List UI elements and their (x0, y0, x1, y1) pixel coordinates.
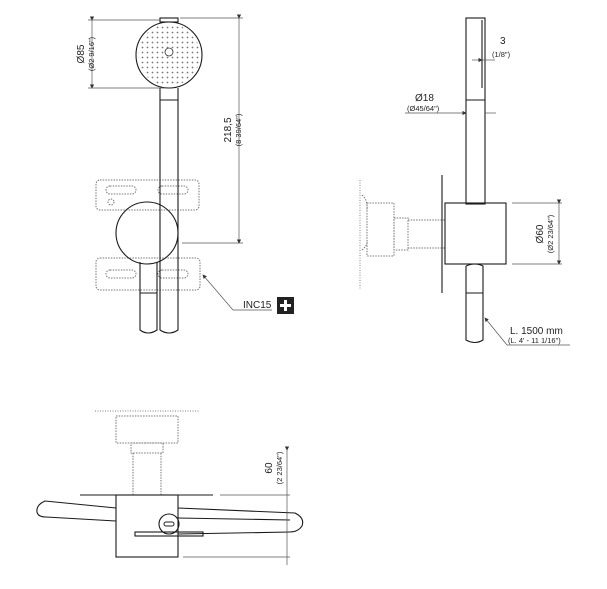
body-diameter-in-label: (Ø2 23/64") (546, 214, 555, 253)
mixer-body (444, 202, 507, 265)
front-view: Ø85 (Ø2 9/16") 218,5 (8 39/64") INC15 (76, 14, 294, 334)
lower-pipe (139, 262, 158, 334)
top-view: 60 (2 23/64") (36, 410, 304, 565)
height-in-label: (8 39/64") (234, 113, 243, 146)
hose-length-label: L. 1500 mm (510, 326, 563, 337)
upper-bracket (95, 179, 200, 211)
handle-diameter-label: Ø18 (415, 93, 434, 104)
head-diameter-label: Ø85 (76, 44, 87, 63)
head-diameter-in-label: (Ø2 9/16") (87, 36, 96, 71)
hose-length-in-label: (L. 4' - 11 1/16") (508, 336, 561, 345)
hose-loop-left (36, 500, 117, 522)
callout-label: INC15 (243, 300, 272, 311)
handle-diameter-in-label: (Ø45/64") (407, 104, 440, 113)
hose (465, 263, 484, 344)
body-depth-in-label: (2 23/64") (275, 451, 284, 484)
lower-bracket (95, 257, 201, 291)
plus-icon[interactable] (277, 297, 294, 314)
knob-top (158, 513, 180, 535)
hose-loop-right (177, 507, 304, 535)
mixer-knob (115, 201, 179, 265)
side-view: 3 (1/8") Ø18 (Ø45/64") Ø60 (Ø2 23/64") L… (359, 17, 570, 346)
slot-width-in-label: (1/8") (492, 50, 511, 59)
slot-width-label: 3 (500, 36, 506, 47)
mixer-body-top (115, 494, 179, 558)
head-cap (159, 17, 179, 23)
body-depth-label: 60 (264, 462, 275, 474)
escutcheon-hidden (366, 202, 395, 257)
body-diameter-label: Ø60 (535, 224, 546, 243)
shower-head (135, 21, 203, 89)
lever (134, 531, 204, 537)
height-label: 218,5 (223, 117, 234, 142)
escutcheon-hidden-top (115, 415, 179, 444)
handle (159, 88, 179, 334)
